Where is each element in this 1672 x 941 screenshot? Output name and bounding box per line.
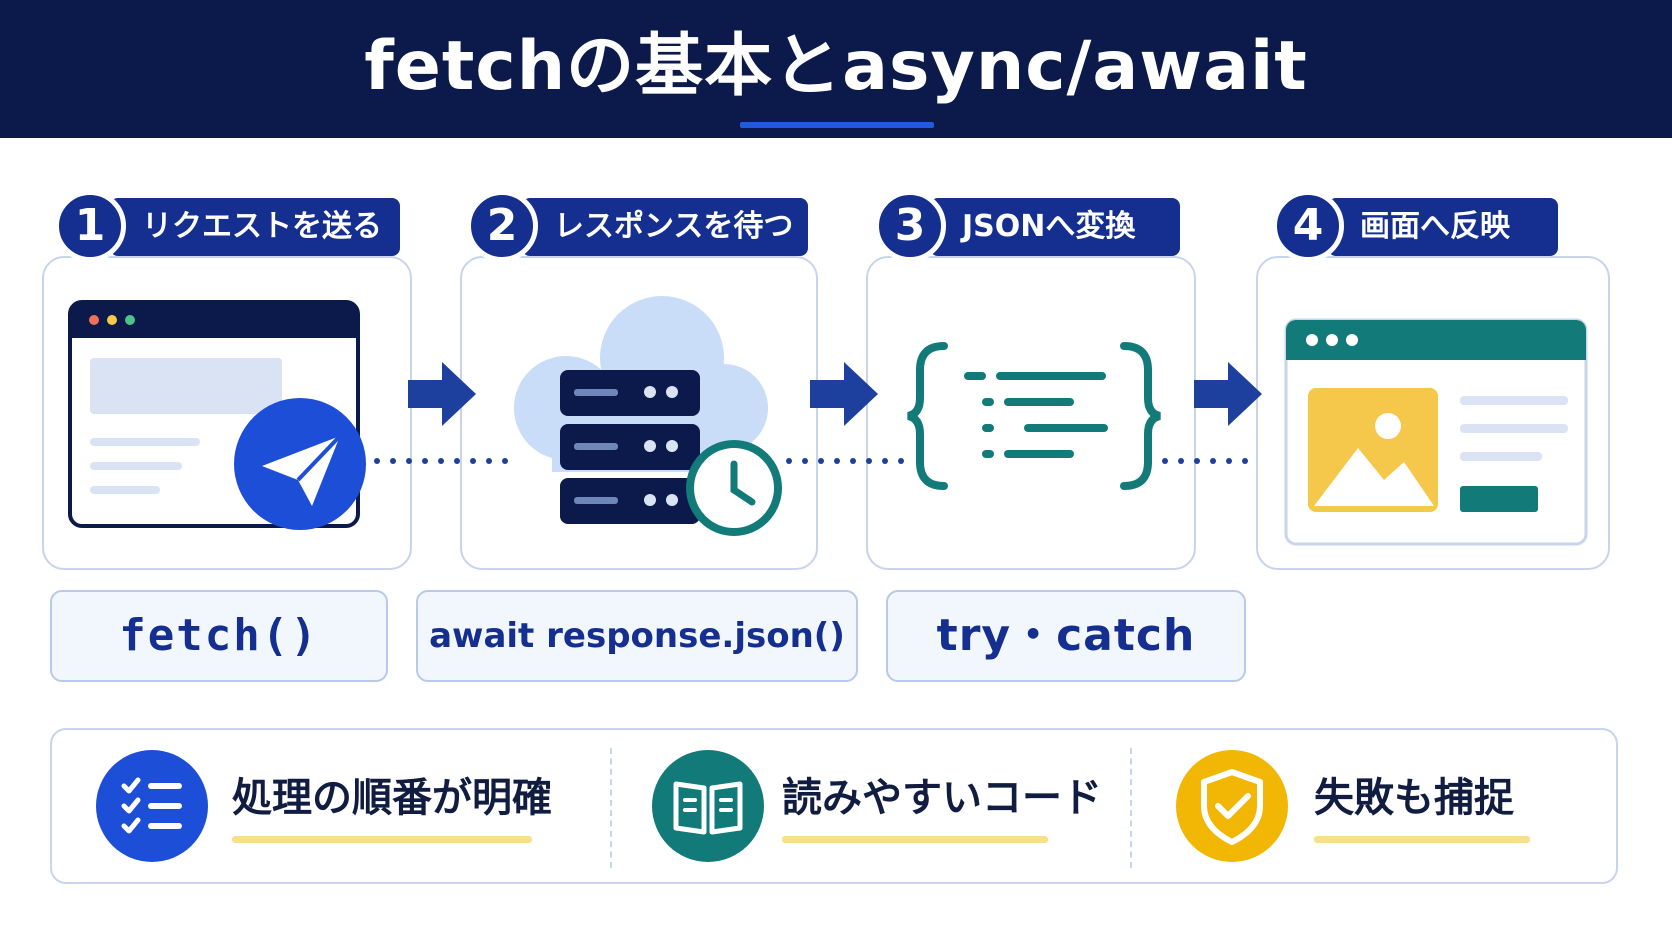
dotted-connector xyxy=(1162,449,1258,464)
step-2-number: 2 xyxy=(466,190,538,262)
feature-3-label: 失敗も捕捉 xyxy=(1314,775,1514,821)
step-3-label: 3 JSONへ変換 xyxy=(874,190,1184,262)
step-2-title: レスポンスを待つ xyxy=(522,198,808,256)
features-panel: 処理の順番が明確 読みやすいコード 失敗も捕捉 xyxy=(50,728,1618,884)
open-book-icon xyxy=(652,750,764,862)
step-1-card xyxy=(42,256,412,570)
arrow-right-icon xyxy=(810,362,878,426)
server-cloud-clock-icon xyxy=(514,296,782,536)
shield-check-icon xyxy=(1176,750,1288,862)
step-4-card xyxy=(1256,256,1610,570)
step-3-number: 3 xyxy=(874,190,946,262)
arrow-right-icon xyxy=(408,362,476,426)
step-1-number: 1 xyxy=(54,190,126,262)
highlight-underline xyxy=(232,836,532,843)
step-2-card xyxy=(460,256,818,570)
code-fetch: fetch() xyxy=(50,590,388,682)
step-1-label: 1 リクエストを送る xyxy=(54,190,400,262)
arrow-right-icon xyxy=(1194,362,1262,426)
dotted-connector xyxy=(786,449,914,464)
step-1-title: リクエストを送る xyxy=(110,198,400,256)
feature-2-label: 読みやすいコード xyxy=(782,775,1102,821)
step-4-number: 4 xyxy=(1272,190,1344,262)
step-3-title: JSONへ変換 xyxy=(930,198,1180,256)
step-2-label: 2 レスポンスを待つ xyxy=(466,190,808,262)
dotted-connector xyxy=(374,449,518,464)
step-4-label: 4 画面へ反映 xyxy=(1272,190,1572,262)
divider xyxy=(1130,748,1132,868)
checklist-icon xyxy=(96,750,208,862)
code-try-catch: try・catch xyxy=(886,590,1246,682)
feature-1-label: 処理の順番が明確 xyxy=(232,775,552,821)
send-paper-plane-icon xyxy=(68,300,366,530)
page-title: fetchの基本とasync/await xyxy=(364,27,1308,106)
code-await-response-json: await response.json() xyxy=(416,590,858,682)
highlight-underline xyxy=(782,836,1048,843)
header-banner: fetchの基本とasync/await xyxy=(0,0,1672,138)
webpage-image-icon xyxy=(1284,318,1588,546)
step-4-title: 画面へ反映 xyxy=(1328,198,1558,256)
json-braces-icon xyxy=(907,342,1161,490)
divider xyxy=(610,748,612,868)
step-3-card xyxy=(866,256,1196,570)
title-underline xyxy=(740,122,934,128)
highlight-underline xyxy=(1314,836,1530,843)
